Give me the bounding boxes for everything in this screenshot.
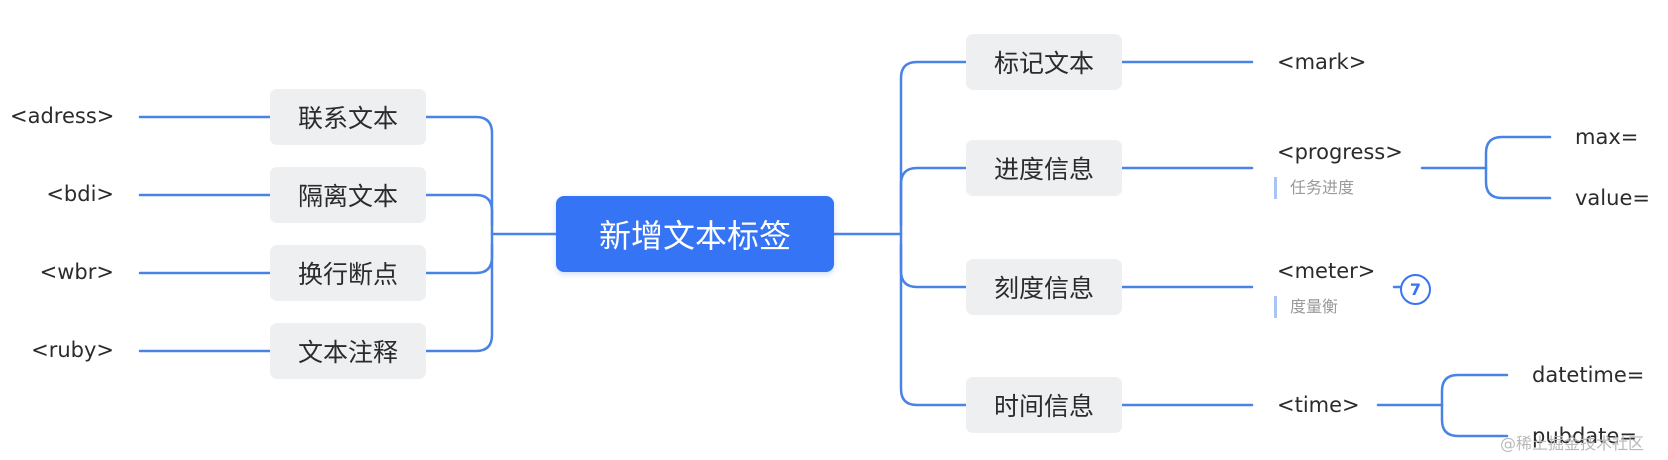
topic-progress-info[interactable]: 进度信息 [966,140,1122,196]
topic-meter-info[interactable]: 刻度信息 [966,259,1122,315]
topic-contact-text[interactable]: 联系文本 [270,89,426,145]
leaf-bdi-tag[interactable]: <bdi> [46,182,114,206]
leaf-adress-tag[interactable]: <adress> [10,104,115,128]
note-task-progress: 任务进度 [1274,177,1354,199]
leaf-wbr-tag[interactable]: <wbr> [39,260,114,284]
leaf-attr-max[interactable]: max= [1575,125,1639,149]
note-measure: 度量衡 [1274,296,1338,318]
leaf-attr-value[interactable]: value= [1575,186,1650,210]
topic-text-annotation[interactable]: 文本注释 [270,323,426,379]
central-topic[interactable]: 新增文本标签 [556,196,834,272]
leaf-ruby-tag[interactable]: <ruby> [31,338,114,362]
topic-mark-text[interactable]: 标记文本 [966,34,1122,90]
leaf-attr-datetime[interactable]: datetime= [1532,363,1645,387]
leaf-mark-tag[interactable]: <mark> [1277,50,1367,74]
leaf-meter-tag[interactable]: <meter> [1277,259,1376,283]
topic-line-break[interactable]: 换行断点 [270,245,426,301]
leaf-progress-tag[interactable]: <progress> [1277,140,1403,164]
collapsed-count-badge[interactable]: 7 [1400,274,1431,305]
topic-isolation-text[interactable]: 隔离文本 [270,167,426,223]
leaf-time-tag[interactable]: <time> [1277,393,1360,417]
topic-time-info[interactable]: 时间信息 [966,377,1122,433]
leaf-attr-pubdate[interactable]: pubdate= [1532,424,1637,448]
watermark-text: @稀土掘金技术社区 [1500,434,1645,453]
